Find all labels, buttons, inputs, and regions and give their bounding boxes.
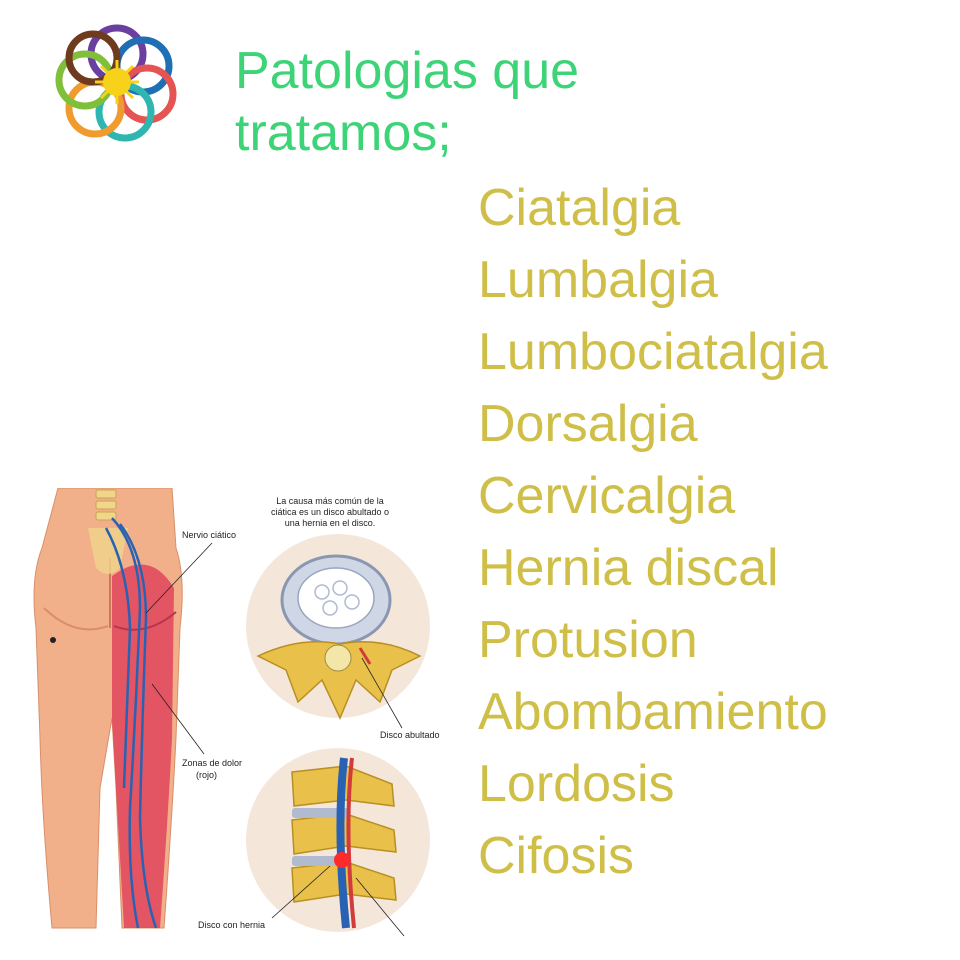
- caption-line-1: La causa más común de la: [276, 496, 384, 506]
- body-figure: [33, 488, 183, 929]
- list-item: Hernia discal: [478, 539, 779, 597]
- label-bulging-disc: Disco abultado: [380, 730, 440, 740]
- herniated-disc-diagram: [246, 748, 430, 932]
- list-item: Lumbociatalgia: [478, 323, 828, 381]
- list-item: Ciatalgia: [478, 179, 681, 237]
- sciatica-illustration: Nervio ciático Zonas de dolor (rojo) La …: [33, 488, 440, 937]
- label-herniated-disc: Disco con hernia: [198, 920, 265, 930]
- label-pain-zone-2: (rojo): [196, 770, 217, 780]
- list-item: Protusion: [478, 611, 698, 669]
- list-item: Cifosis: [478, 827, 635, 885]
- pathology-list: Ciatalgia Lumbalgia Lumbociatalgia Dorsa…: [478, 172, 828, 892]
- mandala-logo: [55, 24, 177, 142]
- label-nerve: Nervio ciático: [182, 530, 236, 540]
- caption-line-2: ciática es un disco abultado o: [271, 507, 389, 517]
- list-item: Abombamiento: [478, 683, 828, 741]
- label-pain-zone: Zonas de dolor: [182, 758, 242, 768]
- page-title: Patologias que tratamos;: [235, 42, 580, 162]
- bulging-disc-diagram: [246, 534, 430, 720]
- list-item: Cervicalgia: [478, 467, 736, 525]
- sciatic-nerve: [104, 517, 158, 929]
- list-item: Lordosis: [478, 755, 675, 813]
- list-item: Lumbalgia: [478, 251, 718, 309]
- caption-line-3: una hernia en el disco.: [285, 518, 376, 528]
- list-item: Dorsalgia: [478, 395, 698, 453]
